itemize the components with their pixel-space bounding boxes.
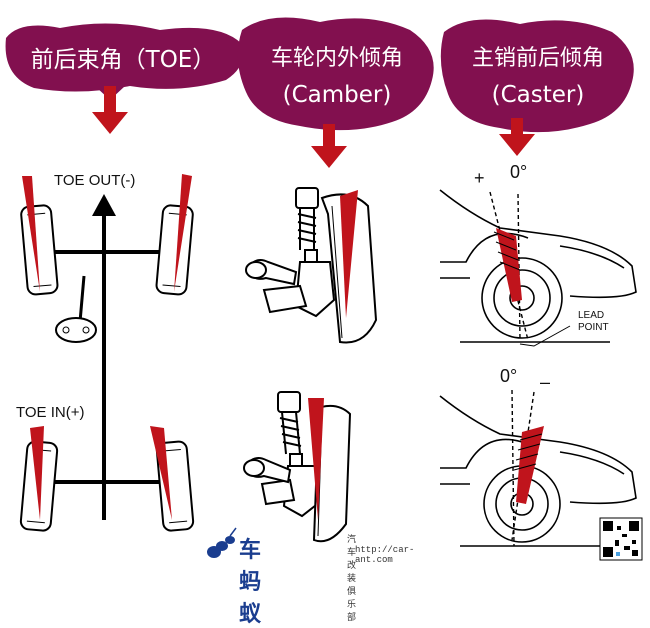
caster-lead-point-line2: POINT — [578, 322, 609, 333]
camber-suspension-bottom — [243, 391, 322, 518]
header-caster-line1: 主销前后倾角 — [471, 46, 604, 71]
caster-zero-top-label: 0° — [510, 162, 528, 182]
caster-car-bottom — [439, 395, 637, 547]
camber-wedge-bottom — [308, 398, 324, 520]
brand-name: 车蚂蚁 — [239, 538, 263, 627]
header-camber-line1: 车轮内外倾角 — [270, 46, 403, 71]
caster-lead-arrow — [519, 325, 571, 347]
camber-wedge-top — [340, 190, 358, 318]
toe-in-label: TOE IN(+) — [16, 404, 85, 421]
camber-suspension-top — [245, 187, 336, 318]
toe-wheel-top-left — [20, 204, 59, 296]
toe-wedge-bottom-right — [150, 426, 172, 520]
caster-vertical-bottom — [511, 389, 515, 547]
caster-plus-label: + — [474, 168, 485, 188]
diagram-canvas — [5, 17, 643, 561]
brand-url: http://car-ant.com — [355, 545, 415, 565]
header-arrow-camber — [311, 124, 347, 168]
qr-code-icon — [599, 517, 643, 561]
caster-steer-axis-bottom — [511, 391, 535, 541]
header-toe: 前后束角（TOE） — [30, 47, 216, 73]
caster-lead-point-line1: LEAD — [578, 310, 605, 321]
header-bubble-camber — [237, 17, 434, 131]
toe-steering-column — [55, 275, 97, 343]
caster-zero-bottom-label: 0° — [500, 366, 518, 386]
caster-car-top — [439, 189, 637, 343]
caster-vertical-top — [517, 193, 521, 341]
toe-wedge-top-left — [22, 176, 40, 292]
toe-out-label: TOE OUT(-) — [54, 172, 136, 189]
ant-logo-icon — [207, 527, 237, 558]
toe-arrow-head — [92, 194, 116, 216]
toe-wedge-top-right — [174, 174, 192, 292]
caster-minus-label: – — [540, 372, 551, 392]
toe-wedge-bottom-left — [30, 426, 44, 520]
header-arrow-toe — [92, 86, 128, 134]
header-caster-line2: (Caster) — [491, 82, 585, 108]
header-camber-line2: (Camber) — [282, 82, 392, 108]
caster-strut-top — [493, 228, 522, 302]
header-arrow-caster — [499, 118, 535, 156]
caster-steer-axis-top — [489, 191, 529, 341]
toe-wheel-top-right — [155, 204, 194, 296]
header-bubble-caster — [440, 19, 634, 133]
caster-strut-bottom — [513, 426, 544, 504]
